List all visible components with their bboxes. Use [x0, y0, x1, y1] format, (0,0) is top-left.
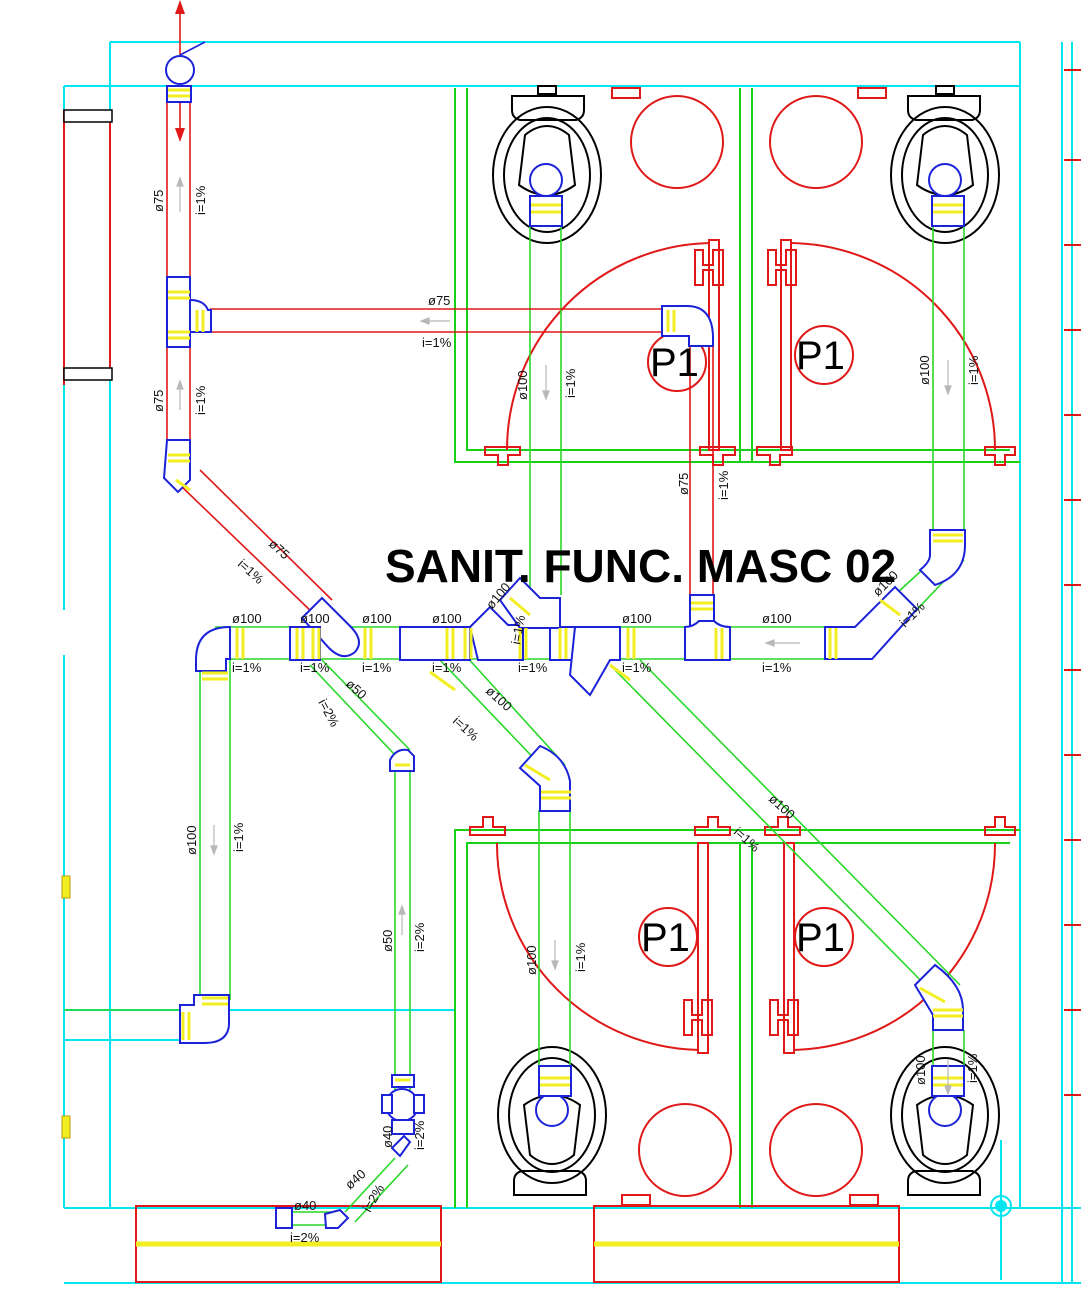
slope-label: i=1%: [450, 713, 482, 744]
door-tag-bottom-left: P1: [641, 916, 690, 960]
counters: [135, 1205, 900, 1283]
fitting-rings: [168, 88, 963, 1087]
toilet-top-right: [890, 85, 1000, 244]
slope-label: i=1%: [563, 368, 578, 398]
pipe-label: ø100: [515, 370, 530, 400]
slope-label: i=1%: [231, 822, 246, 852]
pipe-label: ø100: [432, 611, 462, 626]
wall-brackets: [63, 109, 113, 381]
pipe-label: ø100: [362, 611, 392, 626]
right-wall-ticks: [1064, 69, 1081, 1096]
slope-label: i=2%: [360, 1181, 388, 1214]
pipe-label: ø75: [428, 293, 450, 308]
pipe-label: ø100: [184, 825, 199, 855]
slope-label: i=2%: [412, 1120, 427, 1150]
red-pipes: [166, 8, 714, 616]
slope-label: i=1%: [300, 660, 330, 675]
left-frame: [63, 110, 111, 385]
door-tag-top-right: P1: [796, 334, 845, 378]
pipe-label: ø100: [762, 611, 792, 626]
pipe-label: ø100: [524, 945, 539, 975]
pipe-label: ø40: [294, 1198, 316, 1213]
slope-label: i=1%: [518, 660, 548, 675]
toilet-bottom-left: [497, 1046, 607, 1196]
slope-label: i=1%: [716, 470, 731, 500]
slope-label: i=2%: [315, 696, 342, 729]
slope-label: i=1%: [965, 1053, 980, 1083]
room-title: SANIT. FUNC. MASC 02: [385, 540, 896, 592]
door-tag-bottom-right: P1: [796, 916, 845, 960]
toilet-top-left: [492, 85, 602, 244]
pipe-label: ø100: [232, 611, 262, 626]
slope-label: i=1%: [573, 942, 588, 972]
pipe-label: ø100: [917, 355, 932, 385]
slope-label: i=2%: [290, 1230, 320, 1245]
slope-label: i=1%: [731, 824, 763, 855]
slope-label: i=1%: [193, 385, 208, 415]
slope-label: i=1%: [235, 556, 267, 587]
pipe-label: ø40: [342, 1166, 369, 1192]
door-tag-top-left: P1: [650, 341, 699, 385]
slope-label: i=2%: [412, 922, 427, 952]
pipe-label: ø100: [622, 611, 652, 626]
slope-label: i=1%: [508, 614, 528, 646]
slope-label: i=1%: [193, 185, 208, 215]
slope-label: i=1%: [622, 660, 652, 675]
toilet-bottom-right: [890, 1046, 1000, 1196]
pipe-label: ø75: [151, 390, 166, 412]
flow-arrows: [176, 176, 952, 1096]
slope-label: i=1%: [422, 335, 452, 350]
stall-partitions: [454, 88, 1020, 1208]
slope-label: i=1%: [966, 355, 981, 385]
pipe-label: ø75: [676, 473, 691, 495]
slope-label: i=1%: [362, 660, 392, 675]
slope-label: i=1%: [232, 660, 262, 675]
pipe-label: ø40: [380, 1126, 395, 1148]
left-wall-pegs: [61, 875, 71, 1139]
pipe-label: ø100: [300, 611, 330, 626]
slope-label: i=1%: [432, 660, 462, 675]
pipe-label: ø100: [913, 1055, 928, 1085]
pipe-label: ø50: [343, 676, 370, 702]
pipe-label: ø75: [151, 190, 166, 212]
reference-marker: [990, 1140, 1012, 1280]
slope-label: i=1%: [762, 660, 792, 675]
fittings: [162, 55, 966, 1229]
pipe-label: ø50: [380, 930, 395, 952]
